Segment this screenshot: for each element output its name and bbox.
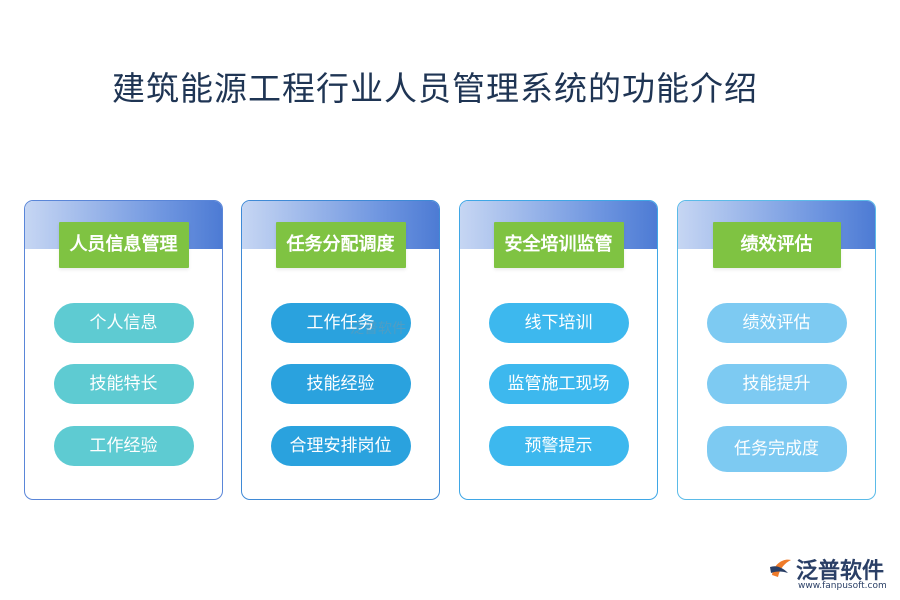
card-header-label: 绩效评估: [712, 222, 841, 268]
card-safety-training: 安全培训监管 线下培训 监管施工现场 预警提示: [459, 200, 658, 500]
item-pill: 工作经验: [53, 426, 194, 466]
logo-brand-text: 泛普软件: [796, 559, 885, 584]
card-task-dispatch: 任务分配调度 工作任务 技能经验 合理安排岗位: [241, 200, 440, 500]
card-personnel-info: 人员信息管理 个人信息 技能特长 工作经验: [24, 200, 223, 500]
item-pill: 监管施工现场: [488, 364, 629, 404]
item-pill: 合理安排岗位: [270, 426, 411, 466]
brand-logo: 泛普软件 www.fanpusoft.com: [768, 553, 893, 595]
card-header-label: 任务分配调度: [275, 222, 406, 268]
item-pill: 预警提示: [488, 426, 629, 466]
fanpu-logo-icon: [768, 555, 794, 585]
item-pill: 技能经验: [270, 364, 411, 404]
logo-url-text: www.fanpusoft.com: [798, 581, 887, 591]
watermark-text: 泛普软件: [350, 321, 406, 337]
item-pill: 个人信息: [53, 303, 194, 343]
item-pill: 任务完成度: [706, 426, 847, 472]
page-title: 建筑能源工程行业人员管理系统的功能介绍: [112, 69, 758, 108]
card-header-label: 人员信息管理: [58, 222, 189, 268]
item-pill: 技能提升: [706, 364, 847, 404]
item-pill: 绩效评估: [706, 303, 847, 343]
card-header-label: 安全培训监管: [493, 222, 624, 268]
item-pill: 工作任务: [270, 303, 411, 343]
item-pill: 技能特长: [53, 364, 194, 404]
item-pill: 线下培训: [488, 303, 629, 343]
card-performance: 绩效评估 绩效评估 技能提升 任务完成度: [677, 200, 876, 500]
